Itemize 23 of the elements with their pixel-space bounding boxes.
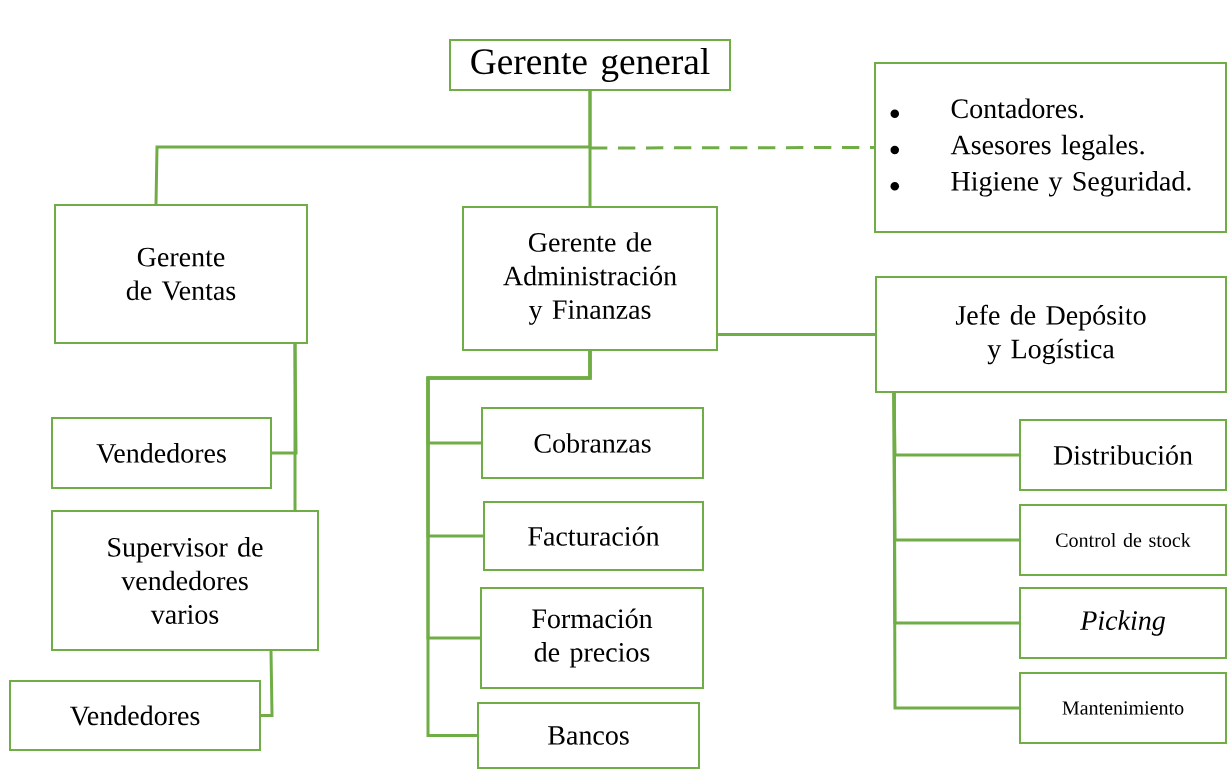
org-box: Gerente de Ventas [54,204,308,344]
org-box: Formación de precios [480,587,704,689]
org-box: Vendedores [9,680,261,751]
org-box: Gerente general [449,39,731,91]
org-box: Distribución [1019,419,1227,491]
org-box: Cobranzas [481,407,704,479]
connector [426,351,592,737]
connector [293,344,297,510]
dashed-connector [590,146,874,150]
connector [588,91,592,206]
org-box: Facturación [483,501,704,571]
org-box: Mantenimiento [1019,672,1227,744]
org-box: Control de stock [1019,504,1227,576]
org-box: Supervisor de vendedores varios [51,510,319,651]
connector [718,333,875,336]
org-box: Jefe de Depósito y Logística [875,276,1227,393]
list-box: Contadores. Asesores legales. Higiene y Seguridad. [874,62,1227,233]
org-box: Bancos [477,702,700,769]
org-box: Gerente de Administración y Finanzas [462,206,718,351]
connector [261,650,274,717]
connector [892,393,1019,710]
org-box: Picking [1019,587,1227,659]
org-box: Vendedores [51,417,272,489]
